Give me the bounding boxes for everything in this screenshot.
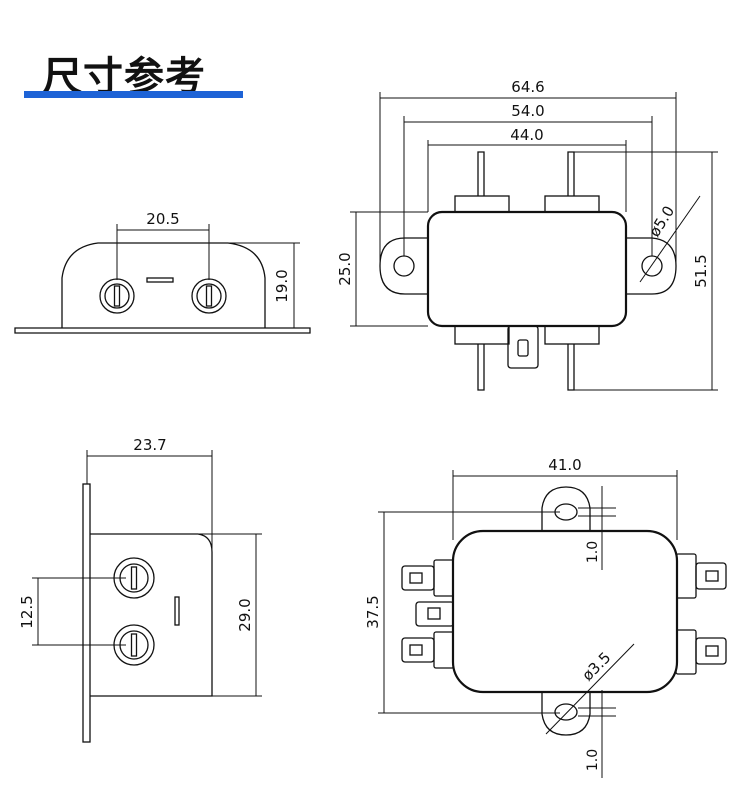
top-view: 64.6 54.0 44.0 25.0 51.5 ø5.0	[336, 78, 718, 391]
bottom-view: 41.0 37.5 1.0 1.0 ø3.5	[364, 456, 727, 778]
dim-side-height: 29.0	[236, 598, 254, 631]
dim-side-width: 23.7	[133, 436, 166, 454]
dim-bottom-body-length: 41.0	[548, 456, 581, 474]
dim-top-overall-length: 64.6	[511, 78, 544, 96]
dim-top-body-width: 25.0	[336, 252, 354, 285]
dim-bottom-flange-bottom: 1.0	[585, 749, 601, 771]
dim-top-overall-height: 51.5	[692, 254, 710, 287]
dim-top-body-length: 44.0	[510, 126, 543, 144]
dim-top-mount-spacing: 54.0	[511, 102, 544, 120]
dim-front-height: 19.0	[273, 269, 291, 302]
dim-front-hole-spacing: 20.5	[146, 210, 179, 228]
dim-bottom-flange-top: 1.0	[585, 541, 601, 563]
title-underline	[24, 91, 243, 98]
dim-bottom-overall-height: 37.5	[364, 595, 382, 628]
dim-side-hole-spacing: 12.5	[18, 595, 36, 628]
side-view: 23.7 12.5 29.0	[18, 436, 262, 743]
front-view: 20.5 19.0	[14, 210, 311, 334]
